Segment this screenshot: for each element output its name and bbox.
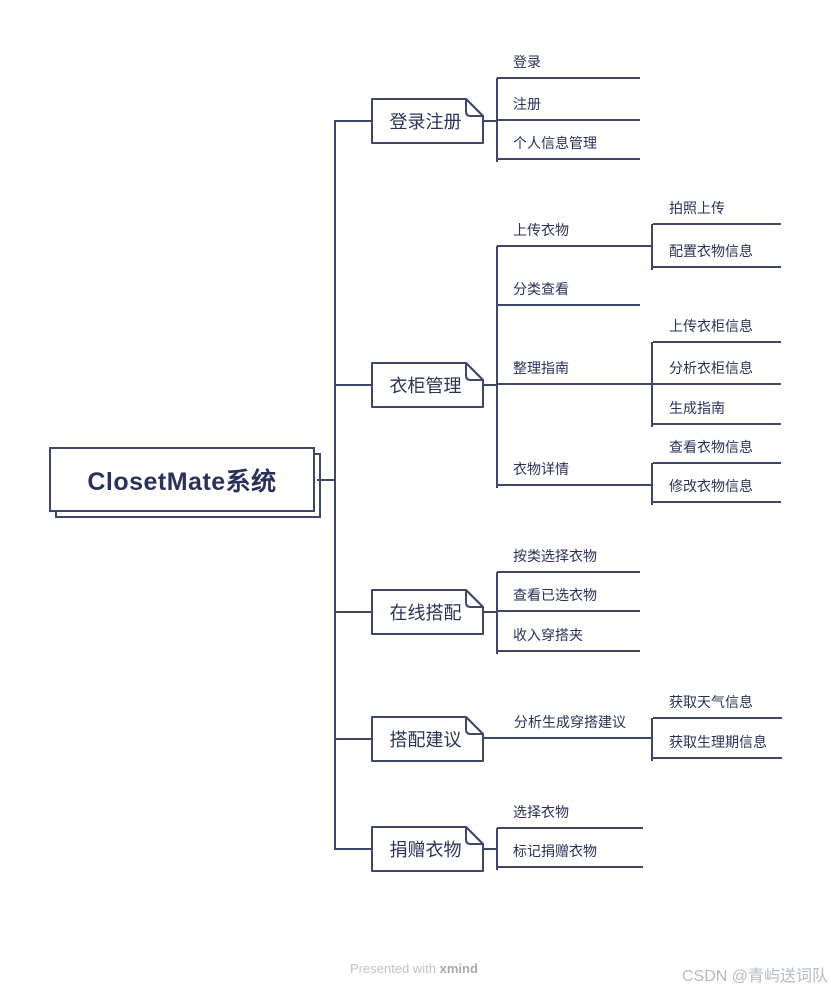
connector-children-closet — [496, 246, 498, 488]
topic-clothes-detail[interactable]: 衣物详情 — [497, 457, 653, 486]
topic-label: 获取生理期信息 — [669, 734, 767, 750]
connector-branch-login — [335, 120, 372, 122]
branch-node-donate-clothes[interactable]: 捐赠衣物 — [371, 826, 484, 872]
connector-spine — [334, 120, 336, 850]
connector-children-closet-stub — [480, 384, 498, 386]
topic-label: 选择衣物 — [513, 804, 569, 820]
topic-category-view[interactable]: 分类查看 — [497, 277, 640, 306]
topic-label: 查看已选衣物 — [513, 587, 597, 603]
topic-upload-clothes[interactable]: 上传衣物 — [497, 218, 653, 247]
connector-branch-closet — [335, 384, 372, 386]
csdn-watermark: CSDN @青屿送词队 — [681, 968, 828, 985]
connector-children-match — [496, 572, 498, 654]
branch-node-login-register[interactable]: 登录注册 — [371, 98, 484, 144]
topic-label: 衣物详情 — [513, 461, 569, 477]
topic-generate-guide[interactable]: 生成指南 — [653, 396, 781, 425]
branch-node-closet-management[interactable]: 衣柜管理 — [371, 362, 484, 408]
topic-configure-clothes-info[interactable]: 配置衣物信息 — [653, 239, 781, 268]
topic-organize-guide[interactable]: 整理指南 — [497, 356, 653, 385]
main-node-label: ClosetMate系统 — [87, 467, 277, 496]
topic-label: 收入穿搭夹 — [513, 627, 583, 643]
connector-children-login-stub — [480, 120, 498, 122]
topic-view-selected-clothes[interactable]: 查看已选衣物 — [497, 583, 640, 612]
folded-note-shape — [371, 826, 484, 872]
topic-modify-clothes-info[interactable]: 修改衣物信息 — [653, 474, 781, 503]
topic-label: 上传衣柜信息 — [669, 318, 753, 334]
connector-children-upload-clothes — [651, 224, 653, 270]
topic-label: 拍照上传 — [669, 200, 725, 216]
topic-select-clothes-by-category[interactable]: 按类选择衣物 — [497, 544, 640, 573]
topic-select-clothes[interactable]: 选择衣物 — [497, 800, 643, 829]
topic-get-menstrual-info[interactable]: 获取生理期信息 — [653, 730, 782, 759]
topic-register[interactable]: 注册 — [497, 92, 640, 121]
topic-login[interactable]: 登录 — [497, 50, 640, 79]
branch-label: 搭配建议 — [389, 730, 462, 750]
folded-note-shape — [371, 716, 484, 762]
topic-label: 配置衣物信息 — [669, 243, 753, 259]
topic-label: 按类选择衣物 — [513, 548, 597, 564]
topic-label: 个人信息管理 — [513, 135, 597, 151]
branch-label: 在线搭配 — [389, 603, 462, 623]
xmind-logo-text: xmind — [439, 961, 478, 976]
topic-label: 获取天气信息 — [669, 694, 753, 710]
connector-children-outfit-suggestion — [651, 718, 653, 761]
topic-label: 分类查看 — [513, 281, 569, 297]
topic-label: 修改衣物信息 — [669, 478, 753, 494]
connector-children-donate-stub — [480, 848, 498, 850]
folded-note-shape — [371, 362, 484, 408]
main-node-closetmate[interactable]: ClosetMate系统 — [49, 447, 315, 512]
connector-main-stub — [317, 479, 335, 481]
connector-children-match-stub — [480, 611, 498, 613]
branch-node-online-matching[interactable]: 在线搭配 — [371, 589, 484, 635]
folded-note-shape — [371, 98, 484, 144]
topic-profile-management[interactable]: 个人信息管理 — [497, 131, 640, 160]
topic-get-weather-info[interactable]: 获取天气信息 — [653, 690, 782, 719]
connector-branch-suggest — [335, 738, 372, 740]
topic-label: 生成指南 — [669, 400, 725, 416]
topic-analyze-closet-info[interactable]: 分析衣柜信息 — [653, 356, 781, 385]
folded-note-shape — [371, 589, 484, 635]
presented-with-xmind: Presented with xmind — [350, 961, 478, 976]
topic-label: 标记捐赠衣物 — [513, 843, 597, 859]
branch-node-outfit-suggestions[interactable]: 搭配建议 — [371, 716, 484, 762]
topic-add-to-outfit-folder[interactable]: 收入穿搭夹 — [497, 623, 640, 652]
topic-photo-upload[interactable]: 拍照上传 — [653, 196, 781, 225]
topic-label: 分析衣柜信息 — [669, 360, 753, 376]
topic-view-clothes-info[interactable]: 查看衣物信息 — [653, 435, 781, 464]
presented-text: Presented with — [350, 961, 436, 976]
topic-label: 查看衣物信息 — [669, 439, 753, 455]
branch-label: 捐赠衣物 — [389, 840, 462, 860]
connector-branch-match — [335, 611, 372, 613]
branch-label: 衣柜管理 — [389, 376, 462, 396]
topic-label: 上传衣物 — [513, 222, 569, 238]
topic-label: 注册 — [513, 96, 541, 112]
topic-upload-closet-info[interactable]: 上传衣柜信息 — [653, 314, 781, 343]
topic-label: 整理指南 — [513, 360, 569, 376]
topic-mark-donated-clothes[interactable]: 标记捐赠衣物 — [497, 839, 643, 868]
connector-branch-donate — [335, 848, 372, 850]
topic-analyze-generate-outfit[interactable]: 分析生成穿搭建议 — [484, 710, 653, 739]
topic-label: 登录 — [513, 54, 541, 70]
topic-label: 分析生成穿搭建议 — [514, 714, 626, 730]
branch-label: 登录注册 — [389, 112, 462, 132]
connector-children-donate — [496, 828, 498, 870]
